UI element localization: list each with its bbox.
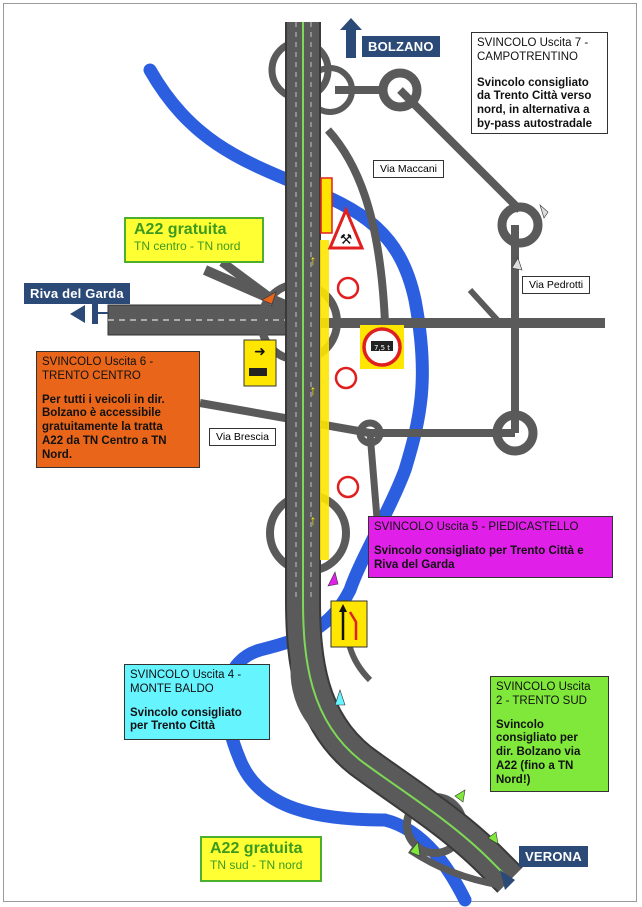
destination-verona: VERONA [519, 846, 588, 867]
a22-free-tn-centro-nord: A22 gratuita TN centro - TN nord [124, 217, 264, 263]
exit-title: SVINCOLO Uscita 7 - CAMPOTRENTINO [477, 37, 589, 63]
exit-title: SVINCOLO Uscita 6 - TRENTO CENTRO [42, 356, 154, 382]
svg-text:⚒: ⚒ [340, 232, 353, 248]
weight-limit-text: 7,5 t [374, 344, 390, 352]
destination-riva-del-garda: Riva del Garda [24, 283, 130, 304]
street-via-brescia: Via Brescia [209, 428, 276, 446]
svg-text:↑: ↑ [310, 382, 317, 398]
exit-title: SVINCOLO Uscita 4 - MONTE BALDO [130, 669, 242, 695]
a22-free-sub: TN centro - TN nord [134, 239, 241, 253]
exit-description: Per tutti i veicoli in dir. Bolzano è ac… [42, 393, 167, 461]
exit-6-trento-centro-box: SVINCOLO Uscita 6 - TRENTO CENTRO Per tu… [36, 351, 200, 468]
exit-description: Svincolo consigliato da Trento Città ver… [477, 76, 593, 130]
a22-free-tn-sud-nord: A22 gratuita TN sud - TN nord [200, 836, 322, 882]
exit-title: SVINCOLO Uscita 2 - TRENTO SUD [496, 681, 591, 707]
a22-free-sub: TN sud - TN nord [210, 858, 303, 872]
exit-5-piedicastello-box: SVINCOLO Uscita 5 - PIEDICASTELLO Svinco… [368, 516, 613, 578]
exit-4-monte-baldo-box: SVINCOLO Uscita 4 - MONTE BALDO Svincolo… [124, 664, 270, 740]
street-via-pedrotti: Via Pedrotti [522, 276, 591, 294]
exit-2-trento-sud-box: SVINCOLO Uscita 2 - TRENTO SUD Svincolo … [490, 676, 609, 792]
exit-description: Svincolo consigliato per Trento Città [130, 706, 242, 733]
svg-text:↑: ↑ [310, 512, 317, 528]
exit-7-campotrentino-box: SVINCOLO Uscita 7 - CAMPOTRENTINO Svinco… [471, 32, 608, 134]
exit-description: Svincolo consigliato per dir. Bolzano vi… [496, 718, 581, 786]
map-frame [3, 3, 637, 902]
destination-bolzano: BOLZANO [362, 36, 440, 57]
exit-title: SVINCOLO Uscita 5 - PIEDICASTELLO [374, 521, 579, 533]
svg-text:➜: ➜ [254, 344, 266, 360]
a22-free-heading: A22 gratuita [210, 840, 303, 857]
a22-free-heading: A22 gratuita [134, 221, 227, 238]
exit-description: Svincolo consigliato per Trento Città e … [374, 544, 584, 571]
svg-text:↑: ↑ [310, 252, 317, 268]
street-via-maccani: Via Maccani [373, 160, 445, 178]
